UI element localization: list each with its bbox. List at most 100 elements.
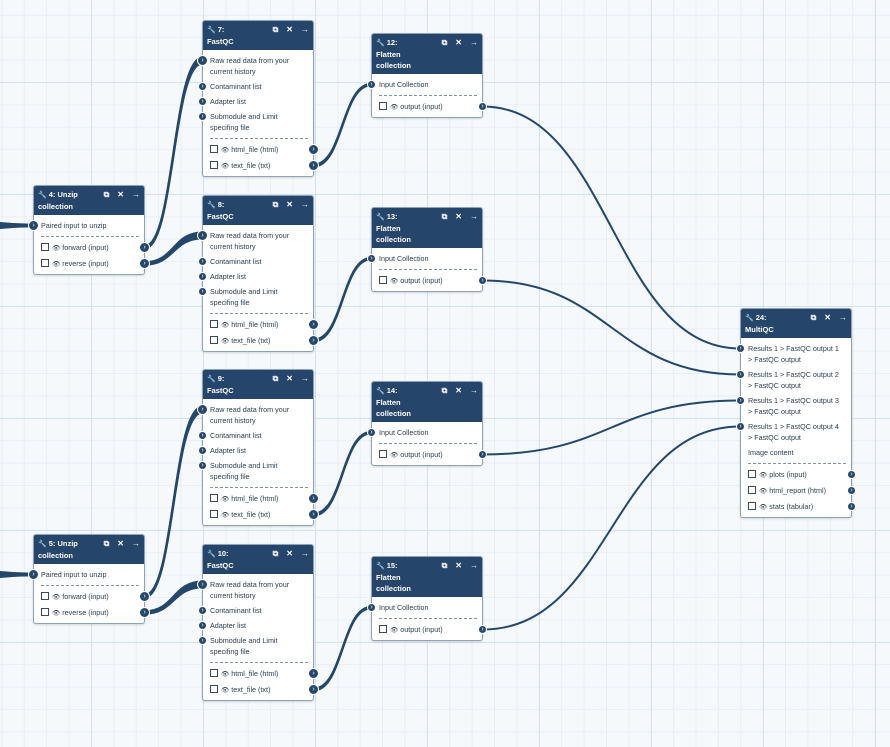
workflow-node-n9[interactable]: 🔧9: FastQC⧉✕→›Raw read data from your cu… [197, 369, 319, 526]
workflow-node-n5[interactable]: 🔧5: Unzip collection⧉✕→›Paired input to … [28, 534, 150, 624]
output-terminal[interactable]: › [847, 486, 856, 495]
output-checkbox[interactable] [748, 470, 756, 478]
output-checkbox[interactable] [210, 669, 218, 677]
arrow-right-icon[interactable]: → [301, 200, 309, 209]
node-header[interactable]: 🔧13: Flatten collection⧉✕→ [372, 208, 482, 248]
input-terminal[interactable]: › [736, 422, 745, 431]
eye-icon[interactable]: 👁 [52, 610, 61, 617]
close-icon[interactable]: ✕ [286, 549, 293, 558]
input-terminal[interactable]: › [198, 257, 207, 266]
close-icon[interactable]: ✕ [286, 200, 293, 209]
output-terminal[interactable]: › [308, 335, 319, 346]
output-checkbox[interactable] [41, 259, 49, 267]
output-checkbox[interactable] [41, 243, 49, 251]
copy-icon[interactable]: ⧉ [103, 539, 110, 548]
output-terminal[interactable]: › [847, 502, 856, 511]
arrow-right-icon[interactable]: → [301, 25, 309, 34]
input-terminal[interactable]: › [198, 461, 207, 470]
output-terminal[interactable]: › [478, 102, 487, 111]
close-icon[interactable]: ✕ [455, 38, 462, 47]
input-terminal[interactable]: › [198, 112, 207, 121]
close-icon[interactable]: ✕ [117, 190, 124, 199]
output-terminal[interactable]: › [308, 668, 319, 679]
output-terminal[interactable]: › [478, 625, 487, 634]
output-checkbox[interactable] [210, 161, 218, 169]
workflow-node-n12[interactable]: 🔧12: Flatten collection⧉✕→›Input Collect… [367, 33, 487, 118]
node-header[interactable]: 🔧24: MultiQC⧉✕→ [741, 309, 851, 338]
output-checkbox[interactable] [379, 276, 387, 284]
input-terminal[interactable]: › [198, 431, 207, 440]
eye-icon[interactable]: 👁 [759, 488, 768, 495]
copy-icon[interactable]: ⧉ [272, 549, 279, 558]
eye-icon[interactable]: 👁 [52, 261, 61, 268]
input-terminal[interactable]: › [198, 621, 207, 630]
copy-icon[interactable]: ⧉ [272, 25, 279, 34]
input-terminal[interactable]: › [367, 80, 376, 89]
workflow-node-n14[interactable]: 🔧14: Flatten collection⧉✕→›Input Collect… [367, 381, 487, 466]
input-terminal[interactable]: › [197, 230, 208, 241]
workflow-node-n24[interactable]: 🔧24: MultiQC⧉✕→›Results 1 > FastQC outpu… [736, 308, 856, 518]
eye-icon[interactable]: 👁 [390, 278, 399, 285]
close-icon[interactable]: ✕ [824, 313, 831, 322]
workflow-node-n13[interactable]: 🔧13: Flatten collection⧉✕→›Input Collect… [367, 207, 487, 292]
eye-icon[interactable]: 👁 [221, 322, 230, 329]
output-terminal[interactable]: › [308, 160, 319, 171]
node-header[interactable]: 🔧15: Flatten collection⧉✕→ [372, 557, 482, 597]
node-header[interactable]: 🔧5: Unzip collection⧉✕→ [34, 535, 144, 564]
close-icon[interactable]: ✕ [455, 212, 462, 221]
workflow-node-n10[interactable]: 🔧10: FastQC⧉✕→›Raw read data from your c… [197, 544, 319, 701]
copy-icon[interactable]: ⧉ [103, 190, 110, 199]
input-terminal[interactable]: › [198, 97, 207, 106]
output-checkbox[interactable] [379, 625, 387, 633]
eye-icon[interactable]: 👁 [221, 147, 230, 154]
input-terminal[interactable]: › [198, 287, 207, 296]
output-checkbox[interactable] [379, 450, 387, 458]
output-terminal[interactable]: › [308, 144, 319, 155]
workflow-node-n4[interactable]: 🔧4: Unzip collection⧉✕→›Paired input to … [28, 185, 150, 275]
workflow-node-n8[interactable]: 🔧8: FastQC⧉✕→›Raw read data from your cu… [197, 195, 319, 352]
input-terminal[interactable]: › [198, 272, 207, 281]
eye-icon[interactable]: 👁 [52, 245, 61, 252]
output-checkbox[interactable] [210, 510, 218, 518]
arrow-right-icon[interactable]: → [301, 549, 309, 558]
input-terminal[interactable]: › [367, 603, 376, 612]
workflow-node-n7[interactable]: 🔧7: FastQC⧉✕→›Raw read data from your cu… [197, 20, 319, 177]
output-terminal[interactable]: › [308, 319, 319, 330]
output-terminal[interactable]: › [308, 493, 319, 504]
arrow-right-icon[interactable]: → [470, 38, 478, 47]
input-terminal[interactable]: › [28, 220, 39, 231]
output-checkbox[interactable] [210, 336, 218, 344]
output-terminal[interactable]: › [478, 276, 487, 285]
eye-icon[interactable]: 👁 [759, 472, 768, 479]
eye-icon[interactable]: 👁 [221, 163, 230, 170]
input-terminal[interactable]: › [198, 636, 207, 645]
output-terminal[interactable]: › [139, 607, 150, 618]
output-terminal[interactable]: › [139, 242, 150, 253]
close-icon[interactable]: ✕ [455, 561, 462, 570]
arrow-right-icon[interactable]: → [470, 386, 478, 395]
input-terminal[interactable]: › [197, 404, 208, 415]
copy-icon[interactable]: ⧉ [441, 38, 448, 47]
eye-icon[interactable]: 👁 [759, 504, 768, 511]
input-terminal[interactable]: › [367, 254, 376, 263]
output-terminal[interactable]: › [847, 470, 856, 479]
output-checkbox[interactable] [41, 592, 49, 600]
copy-icon[interactable]: ⧉ [441, 561, 448, 570]
eye-icon[interactable]: 👁 [221, 687, 230, 694]
output-terminal[interactable]: › [139, 591, 150, 602]
output-checkbox[interactable] [210, 145, 218, 153]
output-terminal[interactable]: › [308, 509, 319, 520]
eye-icon[interactable]: 👁 [221, 671, 230, 678]
eye-icon[interactable]: 👁 [221, 338, 230, 345]
input-terminal[interactable]: › [197, 579, 208, 590]
close-icon[interactable]: ✕ [286, 374, 293, 383]
copy-icon[interactable]: ⧉ [441, 212, 448, 221]
arrow-right-icon[interactable]: → [132, 190, 140, 199]
copy-icon[interactable]: ⧉ [810, 313, 817, 322]
copy-icon[interactable]: ⧉ [272, 200, 279, 209]
output-checkbox[interactable] [210, 685, 218, 693]
close-icon[interactable]: ✕ [117, 539, 124, 548]
output-terminal[interactable]: › [308, 684, 319, 695]
node-header[interactable]: 🔧4: Unzip collection⧉✕→ [34, 186, 144, 215]
